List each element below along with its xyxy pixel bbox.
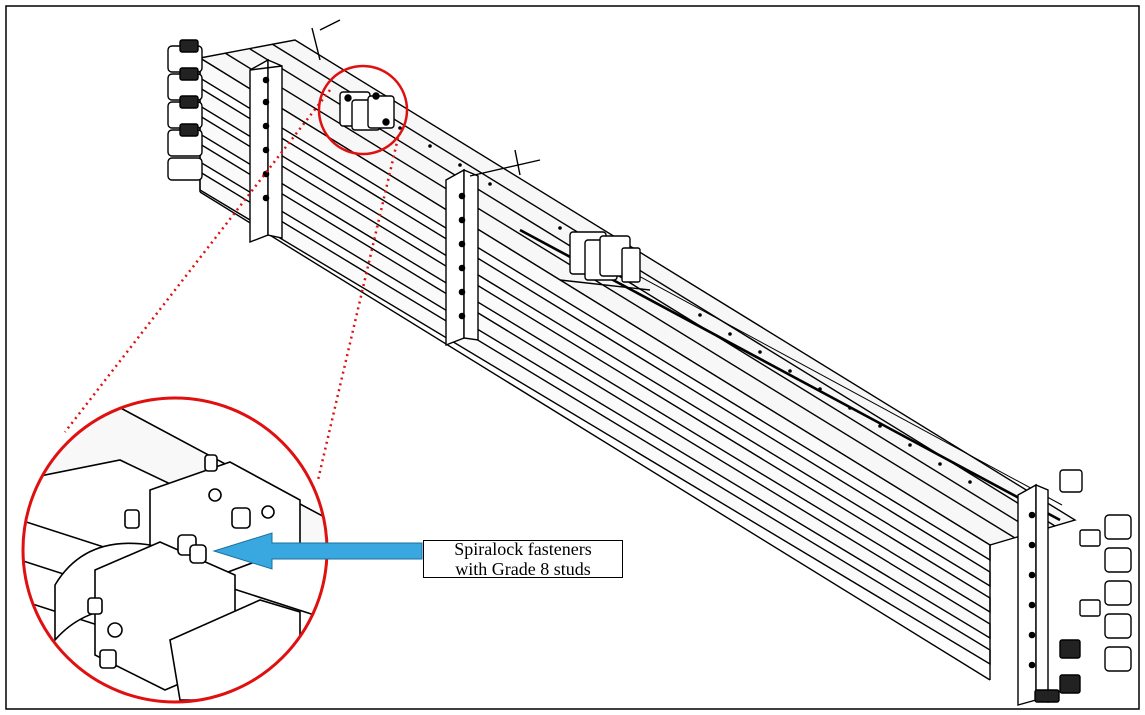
blue-arrow [212,532,423,570]
callout-label: Spiralock fasteners with Grade 8 studs [423,539,623,579]
splice-joint-top [339,91,395,131]
leader-line-right [316,137,400,481]
bracket-right [1017,483,1049,706]
bracket-left [249,19,341,244]
beam-assembly [198,39,1077,681]
zoom-detail [21,396,329,704]
right-end-caps [1034,469,1132,703]
leader-line-left [64,89,331,433]
figure-border [5,5,1140,710]
highlight-circle [317,64,409,156]
callout-line-1: Spiralock fasteners [454,539,592,559]
left-end-caps [167,39,203,181]
beam-tubes [199,56,991,681]
bracket-middle [445,149,541,347]
splice-joint-middle [559,231,651,291]
callout-line-2: with Grade 8 studs [455,559,591,579]
